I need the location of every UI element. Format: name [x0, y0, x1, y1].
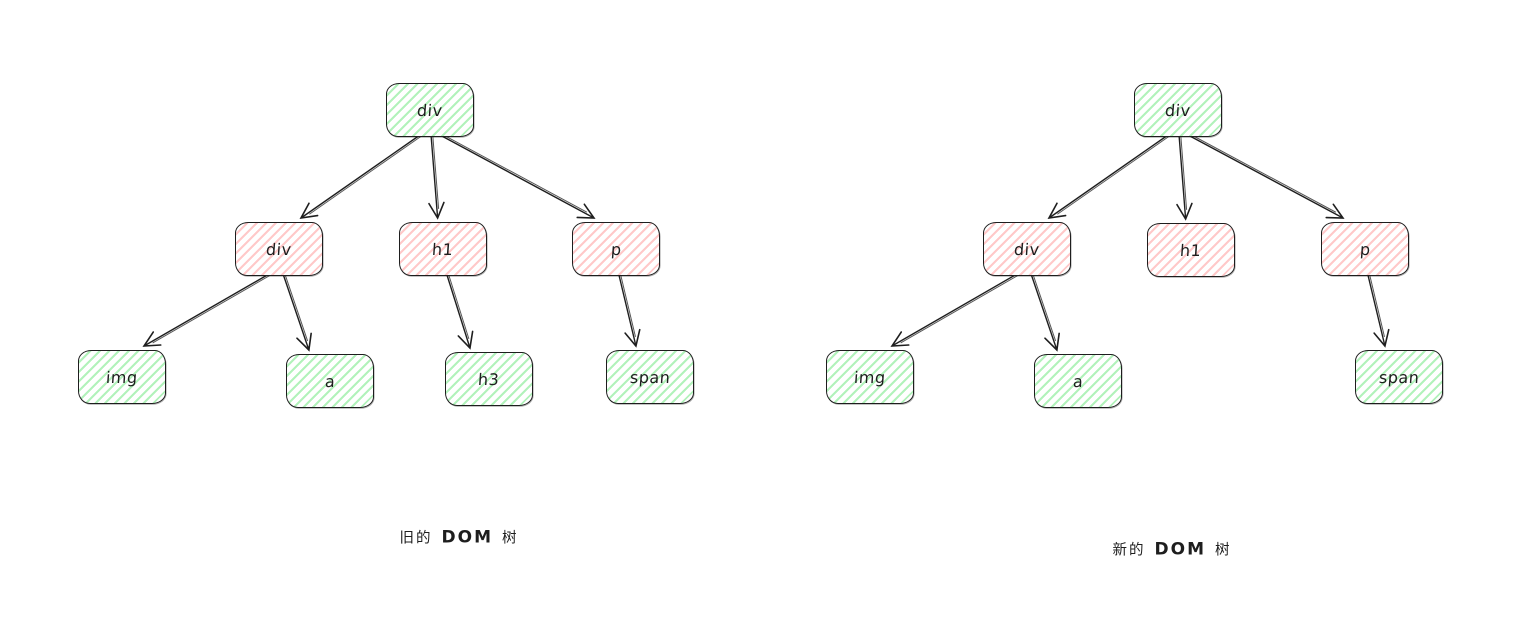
node-label: div — [416, 100, 444, 120]
node-label: img — [853, 367, 887, 387]
tree-node-new-p: p — [1321, 222, 1409, 276]
tree-edge-old-div-root-to-div-sketch-stroke — [309, 135, 422, 215]
node-label: h3 — [477, 369, 501, 389]
node-label: a — [324, 371, 336, 391]
tree-edge-old-div-to-img-sketch-stroke — [152, 275, 271, 344]
tree-node-new-div: div — [983, 222, 1071, 276]
tree-node-old-a: a — [286, 354, 374, 408]
tree-edge-new-div-root-to-h1 — [1176, 134, 1193, 221]
new-tree-caption: 新的 DOM 树 — [1113, 539, 1232, 560]
new-caption-suffix: 树 — [1214, 542, 1232, 559]
tree-node-old-div-root: div — [386, 83, 474, 137]
tree-node-new-span: span — [1355, 350, 1443, 404]
tree-edge-old-div-root-to-h1 — [428, 134, 445, 220]
node-label: img — [105, 367, 139, 387]
tree-node-new-a: a — [1034, 354, 1122, 408]
tree-edge-old-p-to-span — [618, 273, 641, 348]
tree-edge-old-div-root-to-div — [299, 134, 421, 220]
tree-edge-old-div-root-to-h1-sketch-stroke — [432, 134, 440, 209]
tree-edge-new-div-to-a — [1030, 273, 1060, 352]
tree-node-old-div: div — [235, 222, 323, 276]
tree-edge-new-p-to-span-sketch-stroke — [1368, 273, 1385, 337]
tree-node-old-span: span — [606, 350, 694, 404]
new-caption-dom-word: DOM — [1154, 539, 1206, 560]
tree-edge-old-h1-to-h3-sketch-stroke — [447, 273, 470, 340]
node-label: h1 — [431, 239, 455, 259]
tree-node-old-h1: h1 — [399, 222, 487, 276]
old-caption-prefix: 旧的 — [399, 530, 433, 547]
tree-node-new-h1: h1 — [1147, 223, 1235, 277]
node-label: div — [1013, 239, 1041, 259]
old-caption-dom-word: DOM — [441, 527, 493, 548]
tree-node-old-h3: h3 — [445, 352, 533, 406]
tree-edge-new-div-to-img-sketch-stroke — [900, 275, 1019, 344]
node-label: span — [629, 367, 671, 387]
tree-node-new-div-root: div — [1134, 83, 1222, 137]
tree-edge-old-div-root-to-p — [439, 134, 596, 219]
tree-edge-new-div-root-to-h1-sketch-stroke — [1180, 134, 1188, 210]
tree-node-new-img: img — [826, 350, 914, 404]
tree-edge-old-div-to-a-sketch-stroke — [284, 273, 309, 342]
node-label: a — [1072, 371, 1084, 391]
node-label: div — [1164, 100, 1192, 120]
tree-edge-old-div-to-a — [282, 273, 312, 352]
tree-edge-new-div-to-img — [890, 273, 1018, 347]
new-caption-prefix: 新的 — [1112, 542, 1146, 559]
old-tree-caption: 旧的 DOM 树 — [400, 527, 519, 548]
node-label: p — [1359, 239, 1371, 259]
node-label: p — [610, 239, 622, 259]
tree-edge-new-div-to-a-sketch-stroke — [1032, 273, 1057, 342]
node-label: h1 — [1179, 240, 1203, 260]
tree-edge-old-div-to-img — [142, 273, 270, 347]
node-label: span — [1378, 367, 1420, 387]
tree-node-old-p: p — [572, 222, 660, 276]
tree-edge-new-p-to-span — [1367, 273, 1390, 348]
node-label: div — [265, 239, 293, 259]
tree-edge-new-div-root-to-div-sketch-stroke — [1057, 135, 1170, 215]
tree-edge-old-p-to-span-sketch-stroke — [619, 273, 636, 337]
tree-edge-new-div-root-to-p-sketch-stroke — [1188, 133, 1337, 213]
tree-edge-old-h1-to-h3 — [446, 273, 474, 350]
tree-edge-old-div-root-to-p-sketch-stroke — [440, 133, 588, 213]
tree-node-old-img: img — [78, 350, 166, 404]
tree-edge-new-div-root-to-div — [1047, 134, 1169, 220]
old-caption-suffix: 树 — [501, 530, 519, 547]
tree-edge-new-div-root-to-p — [1187, 134, 1345, 219]
